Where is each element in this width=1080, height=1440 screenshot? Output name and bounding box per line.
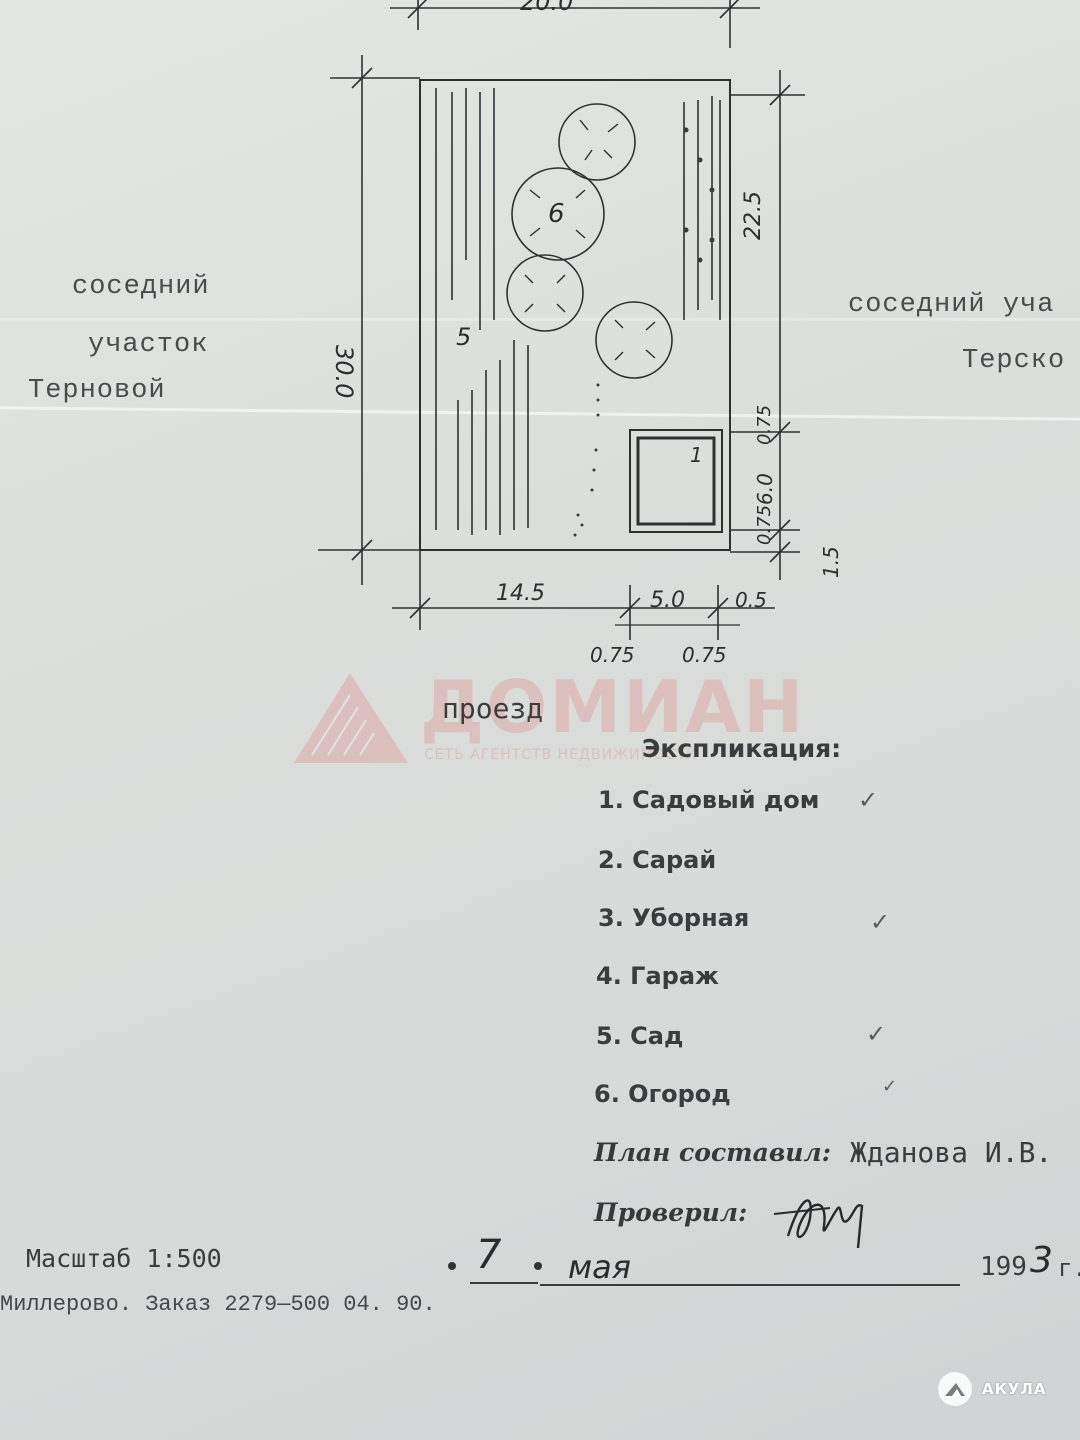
watermark-logo: ДОМИАН СЕТЬ АГЕНТСТВ НЕДВИЖИМОСТИ	[292, 665, 803, 775]
dim-right-gap: 0.75	[754, 405, 775, 445]
dim-right-upper: 22.5	[741, 191, 766, 240]
check-mark-icon: ✓	[882, 1076, 898, 1097]
dim-bottom-mid: 5.0	[650, 588, 685, 613]
tree	[595, 301, 673, 379]
zone-garden-label: 5	[456, 323, 471, 351]
date-month-underline	[540, 1284, 960, 1286]
watermark-tagline: СЕТЬ АГЕНТСТВ НЕДВИЖИМОСТИ	[424, 747, 698, 763]
neighbor-right-line1: соседний уча	[848, 290, 1055, 320]
zone-vegetable-label: 6	[548, 199, 565, 229]
dim-right-house: 6.0	[753, 473, 777, 505]
date-year-suffix: г.	[1058, 1254, 1080, 1282]
explication-item: 5. Сад	[596, 1022, 684, 1050]
footer-print: Миллерово. Заказ 2279—500 04. 90.	[0, 1292, 436, 1317]
compiled-by-label: План составил:	[594, 1138, 831, 1167]
dim-right-lower-gap: 0.75	[754, 505, 775, 545]
house-outline	[629, 429, 723, 533]
shark-fin-icon	[938, 1372, 972, 1406]
dim-below-left: 0.75	[590, 643, 635, 667]
explication-item: 1. Садовый дом	[598, 786, 820, 814]
date-day-underline	[470, 1282, 538, 1284]
akula-badge-text: АКУЛА	[982, 1380, 1047, 1398]
signature-icon	[773, 1199, 864, 1249]
plot-outline	[419, 79, 731, 551]
explication-item: 2. Сарай	[598, 846, 717, 874]
explication-item: 4. Гараж	[596, 962, 719, 990]
paper-crease	[0, 318, 1080, 321]
watermark-brand: ДОМИАН	[420, 665, 806, 749]
akula-badge: АКУЛА	[938, 1372, 1047, 1406]
neighbor-left-line2: участок	[88, 330, 209, 360]
tree	[506, 254, 584, 332]
dim-top-width: 20.0	[520, 0, 573, 16]
neighbor-right-line2: Терско	[962, 346, 1066, 376]
dim-below-right: 0.75	[682, 643, 727, 667]
tree	[511, 167, 605, 261]
checked-by-label: Проверил:	[594, 1198, 748, 1227]
date-month: мая	[568, 1248, 631, 1286]
site-plan-drawing: 20.0 30.0 22.5 0.75 6.0 0.75 1.5 14.5 5.…	[318, 0, 843, 667]
scale-label: Масштаб 1:500	[26, 1244, 222, 1273]
tree	[558, 103, 636, 181]
check-mark-icon: ✓	[870, 908, 891, 936]
explication-item: 6. Огород	[594, 1080, 731, 1108]
road-label: проезд	[442, 692, 544, 725]
neighbor-left-line1: соседний	[72, 272, 210, 302]
explication-item: 3. Уборная	[598, 904, 750, 932]
watermark-house-icon	[294, 673, 408, 763]
check-mark-icon: ✓	[858, 786, 879, 814]
dim-bottom-right: 0.5	[735, 588, 767, 612]
dim-height: 30.0	[330, 345, 358, 398]
explication-title: Экспликация:	[642, 734, 842, 763]
quote-mark	[448, 1262, 456, 1270]
quote-mark	[534, 1262, 542, 1270]
check-mark-icon: ✓	[866, 1020, 887, 1048]
date-year-prefix: 199	[980, 1252, 1027, 1282]
dim-right-bottom: 1.5	[819, 546, 843, 578]
neighbor-left-line3: Терновой	[28, 376, 166, 406]
date-day: 7	[476, 1232, 502, 1278]
date-year-digit: 3	[1030, 1240, 1053, 1281]
zone-house-label: 1	[690, 443, 703, 467]
dim-bottom-left: 14.5	[496, 581, 545, 606]
compiled-by-value: Жданова И.В.	[850, 1136, 1053, 1169]
